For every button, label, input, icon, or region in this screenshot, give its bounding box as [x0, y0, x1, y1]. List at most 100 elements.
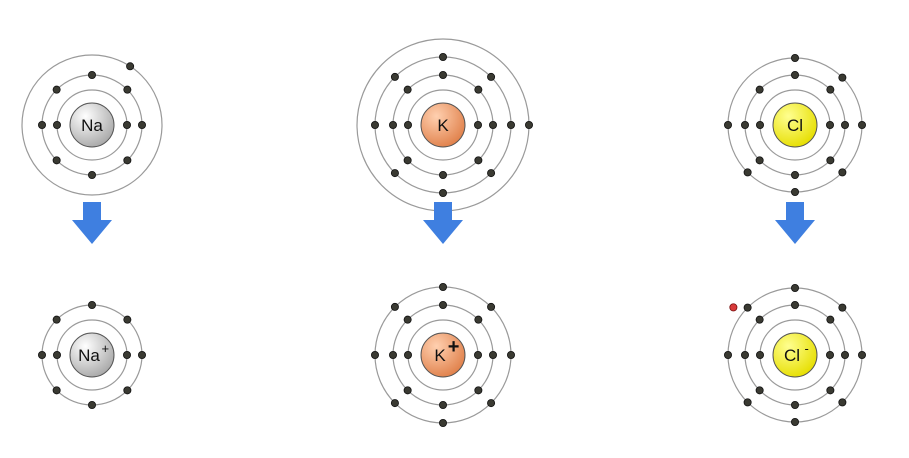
electron — [390, 72, 399, 81]
electron — [756, 121, 765, 130]
electron — [791, 283, 800, 292]
electron — [438, 282, 447, 291]
electron — [473, 350, 482, 359]
electron — [525, 121, 534, 130]
electron — [756, 350, 765, 359]
electron — [438, 418, 447, 427]
electron — [487, 302, 496, 311]
nucleus — [420, 332, 466, 378]
electron — [126, 62, 135, 71]
electron — [858, 350, 867, 359]
electron — [438, 71, 447, 80]
electron — [388, 121, 397, 130]
ion-charge: + — [102, 341, 110, 356]
electron — [755, 85, 764, 94]
electron — [403, 121, 412, 130]
electron — [826, 156, 835, 165]
ion-charge: - — [805, 341, 809, 356]
electron — [390, 169, 399, 178]
electron — [791, 187, 800, 196]
electron — [506, 121, 515, 130]
nucleus — [772, 332, 818, 378]
electron — [438, 53, 447, 62]
electron — [791, 300, 800, 309]
electron — [755, 386, 764, 395]
electron — [791, 71, 800, 80]
sodium-ion: Na+ — [38, 300, 146, 409]
electron — [390, 399, 399, 408]
electron — [838, 303, 847, 312]
electron — [724, 121, 733, 130]
electron — [403, 156, 412, 165]
electron — [826, 386, 835, 395]
electron — [755, 156, 764, 165]
electron — [841, 121, 850, 130]
electron — [123, 121, 132, 130]
electron — [38, 121, 47, 130]
nucleus — [69, 102, 115, 148]
electron — [403, 350, 412, 359]
electron — [474, 386, 483, 395]
electron — [403, 315, 412, 324]
electron — [474, 85, 483, 94]
electron — [137, 121, 146, 130]
electron — [487, 72, 496, 81]
electron-shell-3 — [21, 54, 163, 196]
electron — [88, 400, 97, 409]
element-symbol: Cl — [784, 346, 800, 365]
electron — [487, 169, 496, 178]
electron — [438, 188, 447, 197]
electron — [370, 350, 379, 359]
electron — [52, 156, 61, 165]
electron — [123, 386, 132, 395]
electron — [88, 170, 97, 179]
electron — [826, 350, 835, 359]
electron — [474, 156, 483, 165]
electron — [743, 398, 752, 407]
electron — [743, 303, 752, 312]
electron — [403, 386, 412, 395]
electron — [791, 417, 800, 426]
electron — [53, 350, 62, 359]
electron — [123, 315, 132, 324]
nucleus — [420, 102, 466, 148]
electron — [370, 121, 379, 130]
electron — [838, 398, 847, 407]
electron — [826, 85, 835, 94]
nucleus — [69, 332, 115, 378]
ion-charge: + — [448, 336, 460, 358]
electron — [88, 300, 97, 309]
electron — [123, 156, 132, 165]
electron — [52, 315, 61, 324]
electron — [474, 315, 483, 324]
electron — [137, 350, 146, 359]
electron — [506, 350, 515, 359]
electron — [741, 121, 750, 130]
sodium-atom: Na — [21, 54, 163, 196]
electron — [838, 73, 847, 82]
down-arrow-icon — [72, 202, 112, 244]
potassium-atom: K — [356, 38, 534, 212]
electron — [438, 300, 447, 309]
electron — [858, 121, 867, 130]
electron — [826, 121, 835, 130]
electron — [88, 71, 97, 80]
electron — [791, 170, 800, 179]
electron — [488, 350, 497, 359]
nucleus — [772, 102, 818, 148]
electron — [52, 386, 61, 395]
electron — [838, 168, 847, 177]
electron — [487, 399, 496, 408]
down-arrow-icon — [423, 202, 463, 244]
chlorine-atom: Cl — [724, 54, 867, 196]
electron — [743, 168, 752, 177]
electron — [488, 121, 497, 130]
electron — [52, 85, 61, 94]
electron — [473, 121, 482, 130]
sodium-arrow — [72, 202, 112, 244]
chlorine-arrow — [775, 202, 815, 244]
electron — [841, 350, 850, 359]
electron — [826, 315, 835, 324]
down-arrow-icon — [775, 202, 815, 244]
